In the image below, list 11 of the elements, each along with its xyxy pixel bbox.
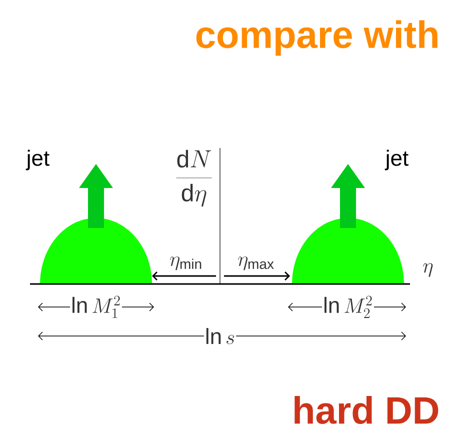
dimension-label: $\ln M_1^2$ bbox=[70, 295, 122, 319]
title: compare with bbox=[196, 20, 438, 56]
axis-label: $\eta$ bbox=[423, 263, 433, 277]
dimension-label: $\ln M_2^2$ bbox=[322, 295, 374, 319]
axis-label: $\eta_{\mathrm{min}}$ bbox=[170, 256, 202, 270]
axis-label: $\eta_{\mathrm{max}}$ bbox=[238, 256, 274, 270]
axis-label: $\frac{\mathrm{d}N}{\mathrm{d}\eta}$ bbox=[176, 150, 212, 207]
jet-label: jet bbox=[384, 150, 408, 170]
caption: hard DD bbox=[294, 396, 438, 424]
jet-label: jet bbox=[26, 150, 50, 170]
dimension-label: $\ln s$ bbox=[204, 327, 236, 345]
